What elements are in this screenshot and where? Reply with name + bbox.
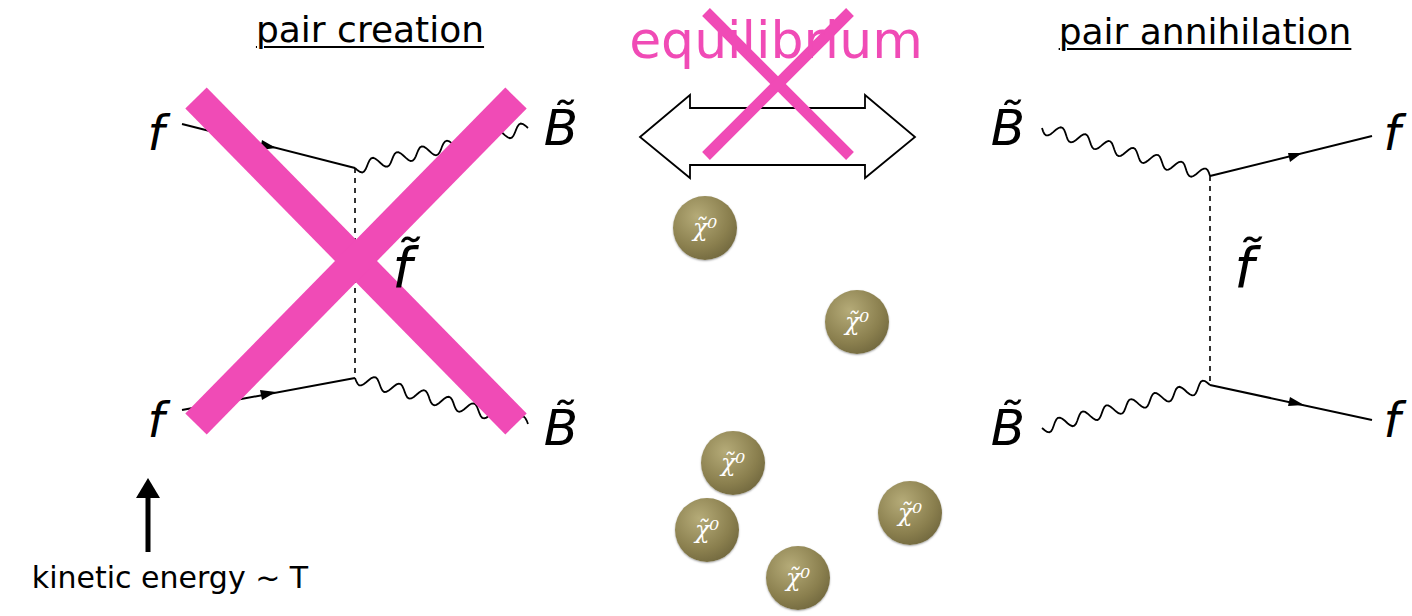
up-arrow — [146, 492, 151, 552]
neutralino-ball: χ̃⁰ — [673, 196, 737, 260]
particle-label: B̃ — [544, 103, 578, 153]
section-title: pair creation — [256, 12, 484, 48]
sfermion-line — [1209, 176, 1211, 385]
neutralino-ball: χ̃⁰ — [675, 498, 739, 562]
cross-mark — [196, 98, 516, 424]
particle-label: f — [1384, 109, 1401, 157]
particle-symbol: χ̃⁰ — [845, 310, 869, 334]
particle-label: B̃ — [544, 403, 578, 453]
particle-label: B̃ — [991, 103, 1025, 153]
fermion-line — [1210, 385, 1372, 420]
annotation: kinetic energy ~ T — [32, 563, 308, 593]
particle-label: f — [148, 396, 165, 444]
neutralino-ball: χ̃⁰ — [825, 290, 889, 354]
fermion-line — [1210, 136, 1372, 176]
up-arrow-head — [136, 478, 160, 498]
arrowhead — [1288, 397, 1304, 406]
particle-label: B̃ — [991, 403, 1025, 453]
particle-symbol: χ̃⁰ — [721, 451, 745, 475]
particle-symbol: χ̃⁰ — [898, 501, 922, 525]
crossed-label: equilibrium — [629, 14, 923, 66]
double-arrow — [640, 95, 915, 178]
particle-label: f — [1384, 396, 1401, 444]
arrowhead — [1288, 153, 1302, 162]
neutralino-ball: χ̃⁰ — [701, 431, 765, 495]
gaugino-line — [1042, 127, 1210, 176]
cross-mark — [196, 98, 516, 424]
particle-symbol: χ̃⁰ — [695, 518, 719, 542]
arrowhead — [260, 390, 276, 400]
gaugino-line — [1042, 381, 1210, 433]
section-title: pair annihilation — [1059, 14, 1352, 50]
particle-label: f̃ — [392, 240, 412, 296]
particle-symbol: χ̃⁰ — [786, 566, 810, 590]
particle-label: f — [148, 109, 165, 157]
neutralino-ball: χ̃⁰ — [878, 481, 942, 545]
particle-symbol: χ̃⁰ — [693, 216, 717, 240]
particle-label: f̃ — [1234, 240, 1254, 296]
neutralino-ball: χ̃⁰ — [766, 546, 830, 610]
